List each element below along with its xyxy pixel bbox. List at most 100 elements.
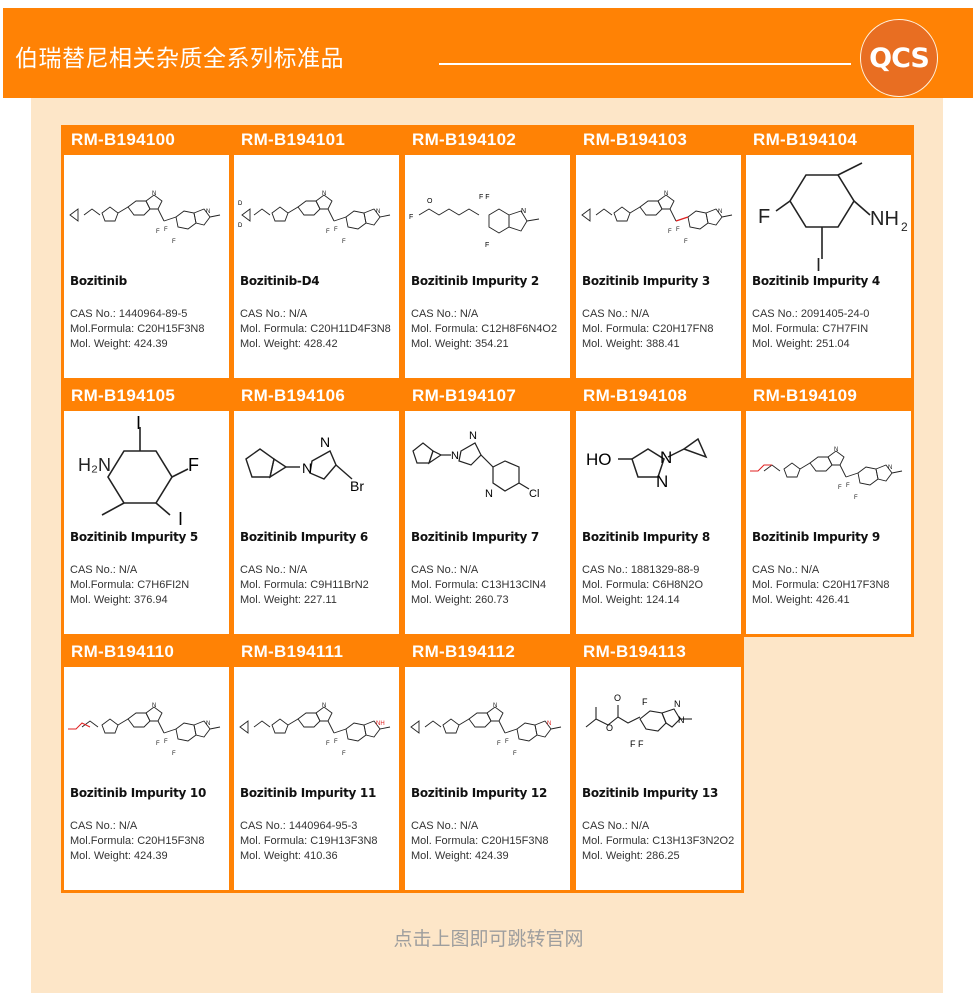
product-name: Bozitinib Impurity 4 [752,274,880,288]
product-body: F F F N N Bozitinib Impurity 12 CAS No.:… [405,667,570,890]
mol-weight: Mol. Weight: 388.41 [582,338,680,350]
product-card-rm-b194112[interactable]: RM-B194112 F F F N N Bozitinib Impurity … [402,637,573,893]
cas-number: CAS No.: N/A [582,820,650,832]
mol-weight: Mol. Weight: 428.42 [240,338,338,350]
svg-text:F: F [156,229,160,235]
svg-text:HO: HO [586,450,612,469]
impurity-11-structure-icon: F F F N NH [239,703,391,757]
svg-text:N: N [664,191,668,197]
product-name: Bozitinib Impurity 2 [411,274,539,288]
mol-formula: Mol. Formula: C20H11D4F3N8 [240,323,391,335]
svg-text:F: F [326,741,330,747]
svg-text:I: I [178,509,183,529]
svg-text:F: F [164,739,168,745]
mol-weight: Mol. Weight: 376.94 [70,594,168,606]
svg-text:N: N [521,208,526,215]
product-info: CAS No.: 2091405-24-0 Mol. Formula: C7H7… [752,307,869,352]
svg-text:O: O [614,693,621,703]
impurity-12-structure-icon: F F F N N [410,703,562,757]
product-card-rm-b194100[interactable]: RM-B194100 F F F N N Bozitinib CAS No.: … [61,125,232,381]
svg-text:F: F [342,239,346,245]
product-code: RM-B194110 [71,642,175,661]
mol-weight: Mol. Weight: 424.39 [411,850,509,862]
impurity-6-structure-icon: NN Br [245,434,364,494]
svg-text:F: F [838,485,842,491]
qcs-logo[interactable]: QCS [860,19,938,97]
mol-formula: Mol. Formula: C19H13F3N8 [240,835,378,847]
svg-text:O: O [606,723,613,733]
svg-text:D: D [238,223,243,229]
impurity-10-structure-icon: F F F N N [68,703,221,757]
svg-text:N: N [678,715,685,725]
product-body: F F F N N Bozitinib CAS No.: 1440964-89-… [64,155,229,378]
svg-text:NH: NH [870,208,899,230]
product-name: Bozitinib Impurity 5 [70,530,198,544]
bozitinib-d4-structure-icon: F F F N N DD [238,191,391,245]
mol-formula: Mol. Formula: C7H7FIN [752,323,869,335]
mol-weight: Mol. Weight: 286.25 [582,850,680,862]
svg-text:N: N [320,434,330,450]
svg-text:N: N [674,699,681,709]
product-info: CAS No.: N/A Mol.Formula: C20H15F3N8 Mol… [70,819,205,864]
impurity-9-structure-icon: F F F N N [750,447,903,501]
svg-text:F: F [188,455,199,475]
svg-text:N: N [302,460,312,476]
svg-text:F: F [334,739,338,745]
mol-formula: Mol. Formula: C20H15F3N8 [411,835,549,847]
cas-number: CAS No.: N/A [70,564,138,576]
product-card-rm-b194110[interactable]: RM-B194110 F F F N N Bozitinib Impurity … [61,637,232,893]
footer-note[interactable]: 点击上图即可跳转官网 [393,928,584,950]
svg-text:Br: Br [350,478,364,494]
product-info: CAS No.: N/A Mol. Formula: C12H8F6N4O2 M… [411,307,557,352]
svg-text:F F: F F [630,739,644,749]
cas-number: CAS No.: N/A [240,564,308,576]
svg-text:F: F [846,483,850,489]
product-card-rm-b194103[interactable]: RM-B194103 F F F N N Bozitinib Impurity … [573,125,744,381]
svg-text:N: N [485,488,493,500]
svg-text:N: N [152,703,156,709]
product-name: Bozitinib Impurity 11 [240,786,377,800]
product-code: RM-B194109 [753,386,858,405]
svg-text:NH: NH [376,721,385,727]
svg-text:N: N [656,472,668,491]
mol-weight: Mol. Weight: 424.39 [70,850,168,862]
product-name: Bozitinib Impurity 9 [752,530,880,544]
product-card-rm-b194109[interactable]: RM-B194109 F F F N N Bozitinib Impurity … [743,381,914,637]
mol-weight: Mol. Weight: 227.11 [240,594,337,606]
mol-weight: Mol. Weight: 354.21 [411,338,509,350]
mol-formula: Mol. Formula: C6H8N2O [582,579,704,591]
svg-text:N: N [322,703,326,709]
bozitinib-structure-icon: F F F N N [69,191,221,245]
product-code: RM-B194111 [241,642,344,661]
page-header: 伯瑞替尼相关杂质全系列标准品 [3,8,973,98]
product-info: CAS No.: N/A Mol. Formula: C13H13F3N2O2 … [582,819,734,864]
svg-text:N: N [493,703,497,709]
svg-text:F: F [497,741,501,747]
cas-number: CAS No.: N/A [411,820,479,832]
svg-text:N: N [469,430,477,442]
cas-number: CAS No.: 1440964-89-5 [70,308,188,320]
svg-text:F: F [326,229,330,235]
mol-formula: Mol. Formula: C13H13F3N2O2 [582,835,735,847]
product-code: RM-B194112 [412,642,516,661]
product-card-rm-b194111[interactable]: RM-B194111 F F F N NH Bozitinib Impurity… [231,637,402,893]
svg-text:F: F [485,242,489,249]
product-code: RM-B194104 [753,130,858,149]
svg-text:N: N [718,209,722,215]
product-info: CAS No.: N/A Mol. Formula: C20H11D4F3N8 … [240,307,391,352]
impurity-2-structure-icon: FOF FFN [409,194,540,249]
svg-text:I: I [136,413,141,433]
cas-number: CAS No.: N/A [752,564,820,576]
